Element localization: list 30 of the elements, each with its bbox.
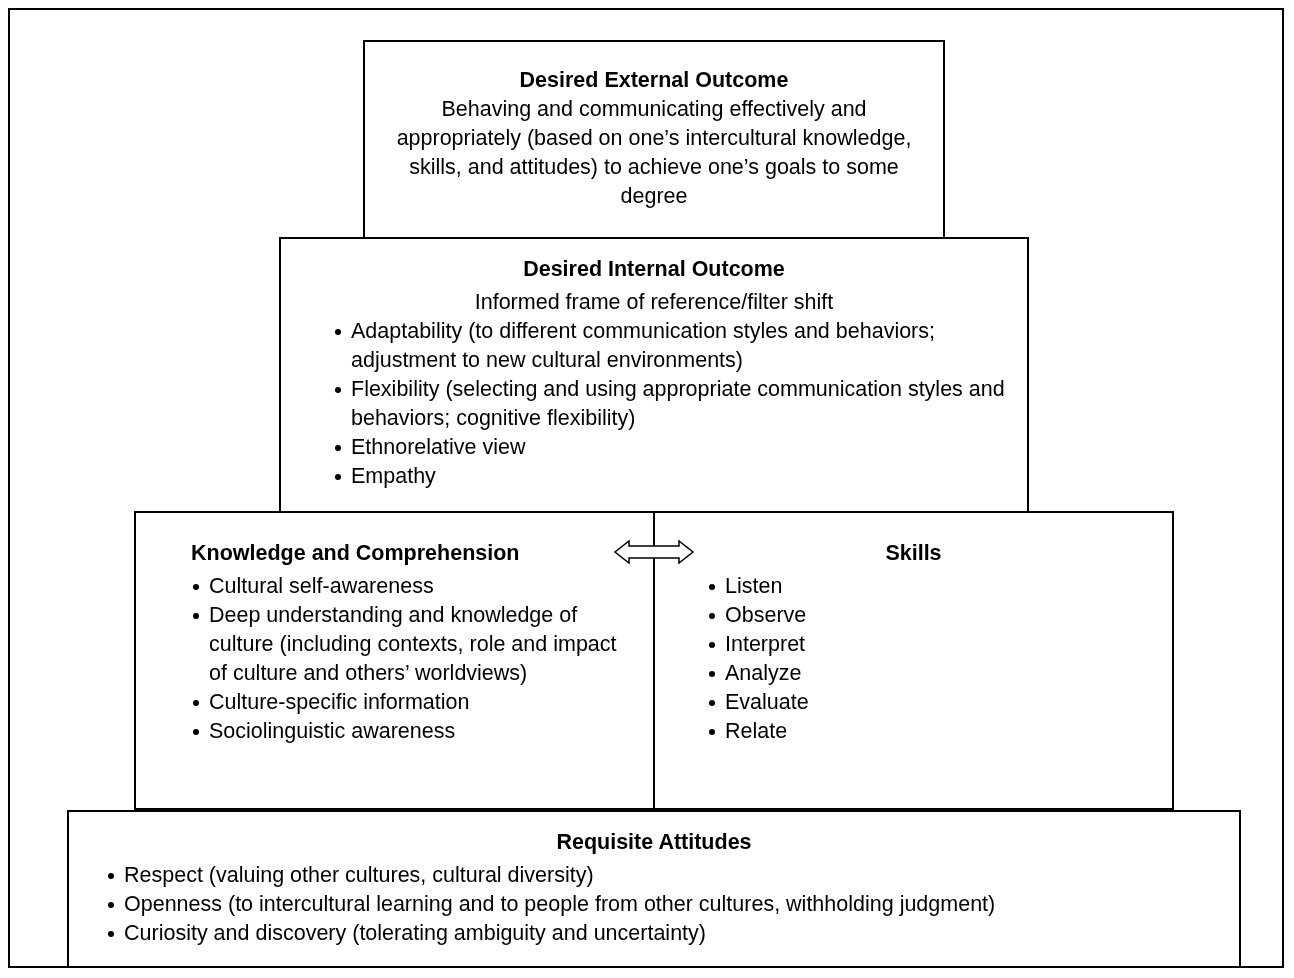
- text-box: [363, 40, 945, 239]
- heading-text: Desired External Outcome: [518, 67, 790, 94]
- bullet-item: Empathy: [333, 462, 1013, 491]
- heading-text: Knowledge and Comprehension: [190, 540, 521, 567]
- heading-text: Skills: [884, 540, 943, 567]
- text-box: [134, 511, 655, 810]
- bullet-item: Flexibility (selecting and using appropriate communication styles and behaviors; cognitive flexibility): [333, 375, 1013, 433]
- bullet-item: Culture-specific information: [191, 688, 631, 717]
- bullet-item: Deep understanding and knowledge of culture (including contexts, role and impact of culture and others’ worldviews): [191, 601, 631, 688]
- bullet-item: Evaluate: [707, 688, 1147, 717]
- bullet-item: Listen: [707, 572, 1147, 601]
- bullet-item: Curiosity and discovery (tolerating ambiguity and uncertainty): [106, 919, 1226, 948]
- text-box: [67, 810, 1241, 968]
- bullet-item: Interpret: [707, 630, 1147, 659]
- bullet-item: Relate: [707, 717, 1147, 746]
- bullet-item: Sociolinguistic awareness: [191, 717, 631, 746]
- text-box: [279, 237, 1029, 513]
- double-arrow: [613, 539, 695, 565]
- bullet-item: Adaptability (to different communication styles and behaviors; adjustment to new cultural environments): [333, 317, 1013, 375]
- heading-text: Requisite Attitudes: [555, 829, 753, 856]
- heading-text: Desired Internal Outcome: [522, 256, 786, 283]
- bullet-item: Openness (to intercultural learning and to people from other cultures, withholding judgment): [106, 890, 1226, 919]
- body-text: Behaving and communicating effectively and appropriately (based on one’s intercultural knowledge, skills, and attitudes) to achieve one’s goals to some degree: [395, 96, 913, 210]
- body-text: Informed frame of reference/filter shift: [473, 289, 835, 316]
- bullet-item: Ethnorelative view: [333, 433, 1013, 462]
- text-box: [653, 511, 1174, 810]
- bullet-item: Cultural self-awareness: [191, 572, 631, 601]
- bullet-item: Respect (valuing other cultures, cultural diversity): [106, 861, 1226, 890]
- bullet-item: Analyze: [707, 659, 1147, 688]
- bullet-item: Observe: [707, 601, 1147, 630]
